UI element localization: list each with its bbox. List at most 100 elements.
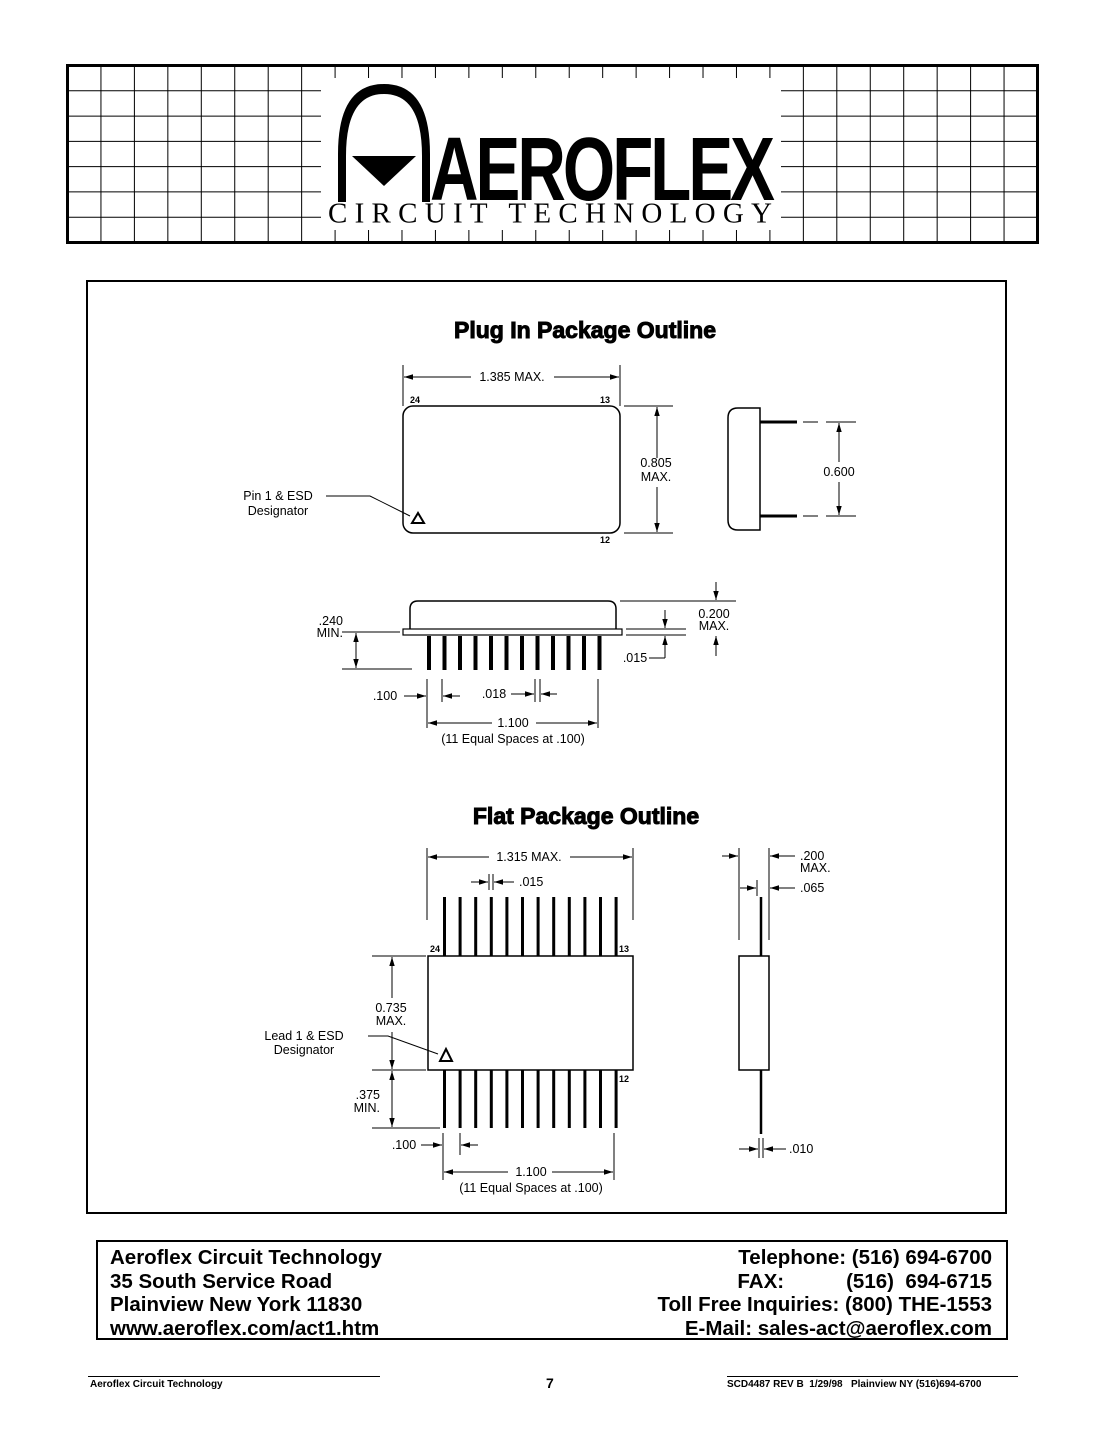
flat-lead-top (443, 897, 446, 956)
flat-lead-top (505, 897, 509, 956)
flat-pin-24: 24 (430, 944, 440, 954)
flat-100-dim: .100 (392, 1138, 416, 1152)
flat-height-dim-line1: 0.735 (375, 1001, 406, 1015)
plug-in-pin (535, 636, 540, 670)
header-logo-banner: AEROFLEX CIRCUIT TECHNOLOGY (66, 64, 1039, 244)
flat-side-200-dim-line1: .200 (800, 849, 824, 863)
street-address: 35 South Service Road (110, 1269, 333, 1293)
plug-in-pin-24: 24 (410, 395, 420, 405)
plug-in-front-view-body (409, 600, 617, 629)
plug-in-pin (566, 636, 571, 670)
plug-in-top-view-body (402, 405, 621, 534)
city-state-zip: Plainview New York 11830 (110, 1293, 363, 1316)
plug-in-span-dim-line2: (11 Equal Spaces at .100) (441, 732, 585, 746)
plug-in-100-dim: .100 (373, 689, 397, 703)
flat-pin-12: 12 (619, 1074, 629, 1084)
flat-lead-bottom (583, 1070, 587, 1128)
plug-in-pin (489, 636, 493, 670)
plug-in-015-dim: .015 (623, 651, 647, 665)
pin-1-esd-triangle (410, 511, 426, 524)
plug-in-pin (597, 636, 602, 670)
flat-top-view-body (427, 955, 634, 1071)
lead-1-label-line1: Lead 1 & ESD (264, 1029, 343, 1043)
flat-lead-bottom (536, 1070, 540, 1128)
flat-lead-bottom (567, 1070, 571, 1128)
flat-pin-13: 13 (619, 944, 629, 954)
flat-span-dim-line1: 1.100 (515, 1165, 546, 1179)
flat-min-dim-line1: .375 (356, 1088, 380, 1102)
flat-lead-top (458, 897, 462, 956)
plug-in-pin (473, 636, 478, 670)
flat-lead-top (567, 897, 571, 956)
flat-lead-bottom (489, 1070, 493, 1128)
flat-lead-top (521, 897, 524, 956)
flat-lead-top (536, 897, 540, 956)
flat-side-200-dim-line2: MAX. (800, 861, 831, 875)
logo-name: AEROFLEX (430, 120, 775, 220)
company-address: Aeroflex Circuit Technology 35 South Ser… (110, 1246, 382, 1340)
plug-in-pin (442, 636, 447, 670)
package-outline-drawings: Plug In Package Outline 1.385 MAX. 24 13… (243, 317, 856, 1195)
plug-in-200-dim-line2: MAX. (699, 619, 730, 633)
lead-1-esd-triangle (438, 1046, 454, 1062)
flat-title: Flat Package Outline (473, 803, 699, 829)
flat-side-010-dim: .010 (789, 1142, 813, 1156)
plug-in-pin (504, 636, 509, 670)
plug-in-side-dim: 0.600 (823, 465, 854, 479)
fax-label: FAX: (737, 1269, 785, 1293)
company-name: Aeroflex Circuit Technology (110, 1246, 382, 1269)
contact-info-box: Aeroflex Circuit Technology 35 South Ser… (96, 1240, 1008, 1340)
toll-free: Toll Free Inquiries: (800) THE-1553 (657, 1293, 992, 1316)
flat-lead-bottom (505, 1070, 509, 1128)
plug-in-pins (427, 636, 602, 670)
lead-1-label-line2: Designator (274, 1043, 334, 1057)
flat-lead-bottom (458, 1070, 462, 1128)
plug-in-018-dim: .018 (482, 687, 506, 701)
plug-in-pin (582, 636, 586, 670)
flat-lead-bottom (474, 1070, 478, 1128)
page-number: 7 (546, 1375, 554, 1391)
plug-in-pin-13: 13 (600, 395, 610, 405)
flat-lead-top (599, 897, 602, 956)
flat-lead-bottom (521, 1070, 524, 1128)
plug-in-pin (520, 636, 524, 670)
footer-rule-left (88, 1376, 380, 1377)
flat-span-dim-line2: (11 Equal Spaces at .100) (459, 1181, 603, 1195)
pin-1-label-line2: Designator (248, 504, 308, 518)
flat-width-dim: 1.315 MAX. (496, 850, 561, 864)
aeroflex-arch-logo (338, 84, 430, 202)
footer-doc-info: SCD4487 REV B 1/29/98 Plainview NY (516)… (727, 1379, 982, 1390)
flat-lead-top (583, 897, 587, 956)
plug-in-height-dim-line2: MAX. (641, 470, 672, 484)
footer-company: Aeroflex Circuit Technology (90, 1379, 223, 1390)
flat-lead-bottom (552, 1070, 556, 1128)
flat-side-view-body (738, 955, 770, 1071)
flat-min-dim-line2: MIN. (354, 1101, 380, 1115)
pin-1-label-line1: Pin 1 & ESD (243, 489, 312, 503)
plug-in-pin (458, 636, 462, 670)
plug-in-pin-12: 12 (600, 535, 610, 545)
flat-height-dim-line2: MAX. (376, 1014, 407, 1028)
plug-in-title: Plug In Package Outline (454, 317, 716, 343)
plug-in-height-dim-line1: 0.805 (640, 456, 671, 470)
plug-in-width-dim: 1.385 MAX. (479, 370, 544, 384)
plug-in-min-dim-line1: .240 (319, 614, 343, 628)
company-phone-info: Telephone: (516) 694-6700 FAX:(516) 694-… (657, 1246, 992, 1340)
website-link[interactable]: www.aeroflex.com/act1.htm (110, 1316, 380, 1340)
logo-subtitle: CIRCUIT TECHNOLOGY (328, 198, 774, 230)
flat-leads (443, 897, 618, 1128)
footer-rule-right (727, 1376, 1018, 1377)
flat-lead-top (489, 897, 493, 956)
plug-in-span-dim-line1: 1.100 (497, 716, 528, 730)
plug-in-side-view-body (727, 407, 761, 531)
plug-in-min-dim-line2: MIN. (317, 626, 343, 640)
plug-in-pin (551, 636, 555, 670)
fax-number: (516) 694-6715 (846, 1269, 992, 1293)
flat-lead-bottom (614, 1070, 618, 1128)
plug-in-pin (427, 636, 431, 670)
email-link[interactable]: E-Mail: sales-act@aeroflex.com (684, 1316, 992, 1340)
flat-lead-bottom (443, 1070, 446, 1128)
flat-lead-top (474, 897, 478, 956)
flat-lead-top (552, 897, 556, 956)
flat-side-065-dim: .065 (800, 881, 824, 895)
